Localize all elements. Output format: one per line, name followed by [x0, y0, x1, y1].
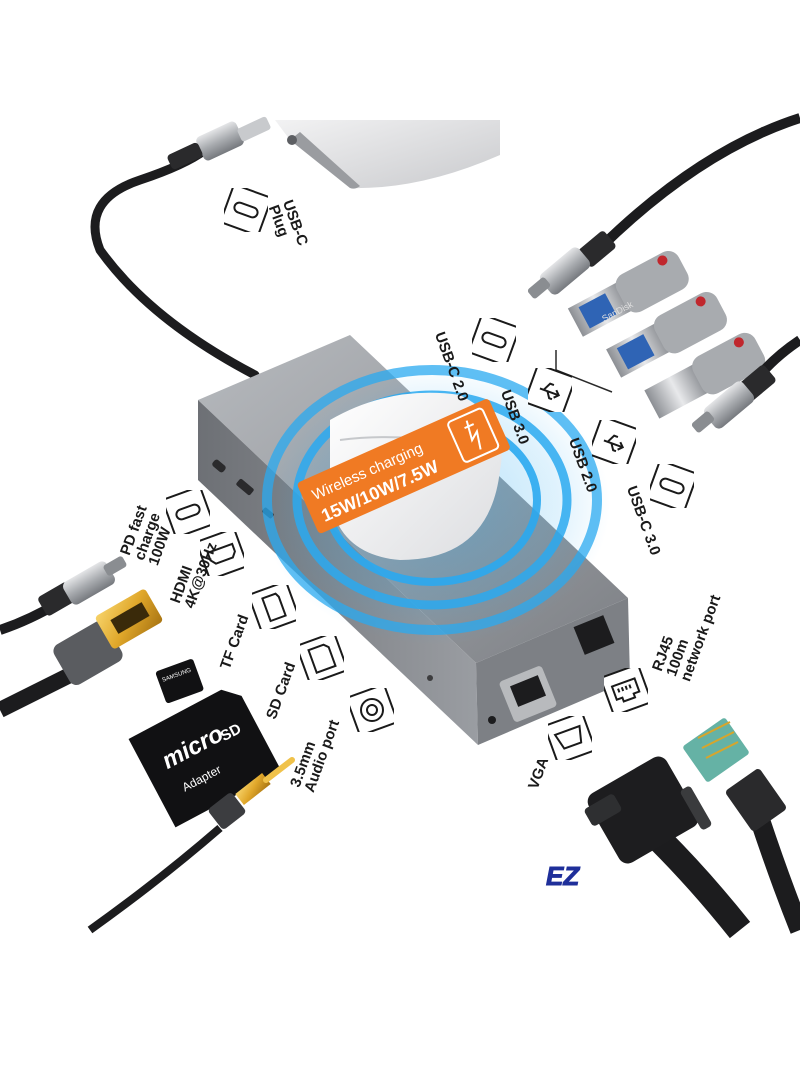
tf-card: SAMSUNG	[155, 659, 204, 704]
usb-c-icon	[224, 188, 268, 232]
pd-usb-c-cable	[0, 556, 127, 635]
hdmi-cable	[0, 589, 163, 718]
usb-c-plug-cable	[90, 116, 271, 380]
tf-card-icon	[252, 585, 296, 629]
hdmi-icon	[200, 532, 244, 576]
usb-icon	[592, 420, 636, 464]
usb-c-icon	[650, 464, 694, 508]
laptop-corner	[275, 120, 500, 189]
brand-logo: EZ	[546, 861, 581, 892]
usb-icon	[528, 368, 572, 412]
sd-card-icon	[300, 636, 344, 680]
vga-cable	[584, 756, 751, 939]
usb-c-icon	[166, 490, 210, 534]
rj45-cable	[683, 718, 800, 934]
usb-c-icon	[472, 318, 516, 362]
vga-icon	[548, 716, 592, 760]
usb-c-cable-top	[527, 113, 800, 299]
usb-c-cable-right	[691, 335, 800, 433]
audio-jack-icon	[350, 688, 394, 732]
usb-sticks	[567, 251, 766, 419]
ethernet-icon	[604, 668, 648, 712]
audio-cable	[87, 757, 295, 934]
logo-text: EZ	[546, 861, 580, 891]
sd-card: micro SD Adapter	[128, 689, 282, 828]
